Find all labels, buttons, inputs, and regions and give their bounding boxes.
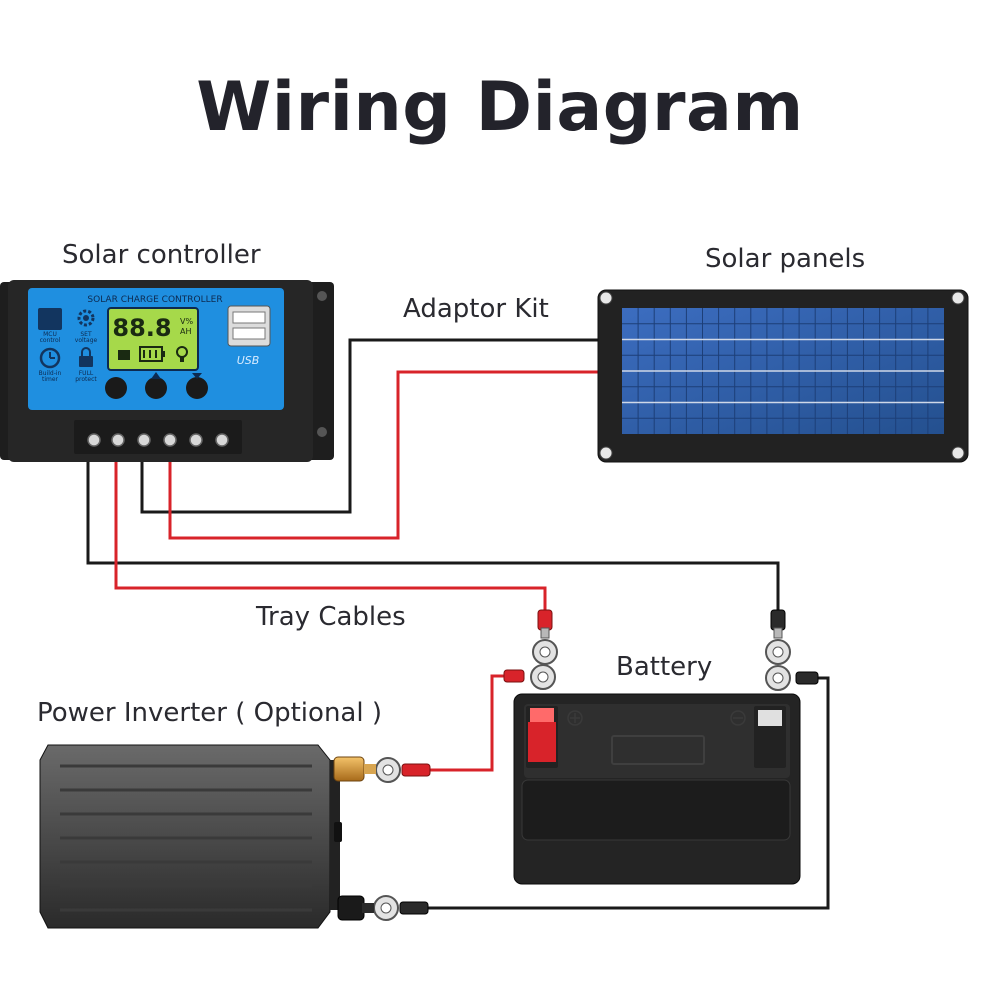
usb-ports: USB [227, 305, 271, 367]
wire-panel-positive [168, 370, 602, 540]
panel-status-icon [118, 350, 130, 360]
controller-legend: MCU control SET voltage Build-in timer F… [38, 308, 98, 383]
power-inverter [39, 744, 376, 929]
solar-panel [597, 289, 969, 463]
bulb-status-icon [176, 346, 188, 362]
wire-panel-negative [140, 338, 602, 514]
panel-cell-grid [622, 308, 944, 434]
ring-terminal-inverter-negative [373, 895, 429, 921]
wire-inverter-positive [430, 674, 510, 772]
label-tray-cables: Tray Cables [256, 602, 406, 632]
clock-icon [39, 347, 61, 369]
battery-positive-terminal [526, 706, 558, 768]
label-adaptor-kit: Adaptor Kit [403, 294, 549, 324]
lock-icon [79, 347, 93, 367]
lcd-unit-top: V% [180, 317, 193, 326]
down-button[interactable] [186, 377, 208, 399]
ring-terminals [373, 609, 819, 921]
controller-lcd [107, 307, 199, 371]
solar-charge-controller: SOLAR CHARGE CONTROLLER MCU control SET … [0, 280, 334, 462]
legend-timer-sub: timer [42, 376, 59, 383]
wires [86, 338, 830, 910]
down-arrow-icon [192, 373, 202, 379]
lcd-unit-bottom: AH [180, 327, 192, 336]
menu-button[interactable] [105, 377, 127, 399]
legend-mcu: MCU [43, 331, 57, 338]
lcd-readout: 88.8 [112, 314, 171, 342]
battery-plus-mark-icon [567, 710, 583, 726]
label-solar-controller: Solar controller [62, 240, 261, 270]
page-title: Wiring Diagram [196, 68, 804, 147]
legend-timer: Build-in [39, 370, 62, 377]
battery-unit [513, 693, 801, 885]
label-battery: Battery [616, 652, 713, 682]
usb-label: USB [237, 354, 260, 367]
up-arrow-icon [151, 372, 161, 379]
wire-battery-positive-tray [114, 445, 547, 612]
ring-terminal-inverter-positive [375, 757, 431, 783]
wire-inverter-negative [428, 676, 830, 910]
legend-full-sub: protect [75, 376, 97, 383]
label-solar-panels: Solar panels [705, 244, 866, 274]
ring-terminal-tray-negative [765, 609, 791, 665]
gear-icon [77, 309, 95, 327]
battery-status-icon [139, 346, 165, 362]
ring-terminal-battery-inverter-positive [503, 664, 556, 690]
ring-terminal-tray-positive [532, 609, 558, 665]
battery-minus-mark-icon [730, 710, 746, 726]
up-button[interactable] [145, 377, 167, 399]
ring-terminal-battery-inverter-negative [765, 665, 819, 691]
legend-set-sub: voltage [75, 337, 98, 344]
controller-header: SOLAR CHARGE CONTROLLER [87, 295, 222, 305]
inverter-positive-post [333, 756, 376, 782]
legend-mcu-sub: control [40, 337, 61, 344]
terminal-screws [87, 433, 229, 447]
wire-battery-negative-tray [86, 445, 780, 612]
legend-full: FULL [79, 370, 94, 377]
label-power-inverter: Power Inverter ( Optional ) [37, 698, 382, 728]
inverter-negative-post [337, 895, 374, 921]
battery-negative-terminal [754, 706, 786, 768]
legend-set: SET [80, 331, 92, 338]
